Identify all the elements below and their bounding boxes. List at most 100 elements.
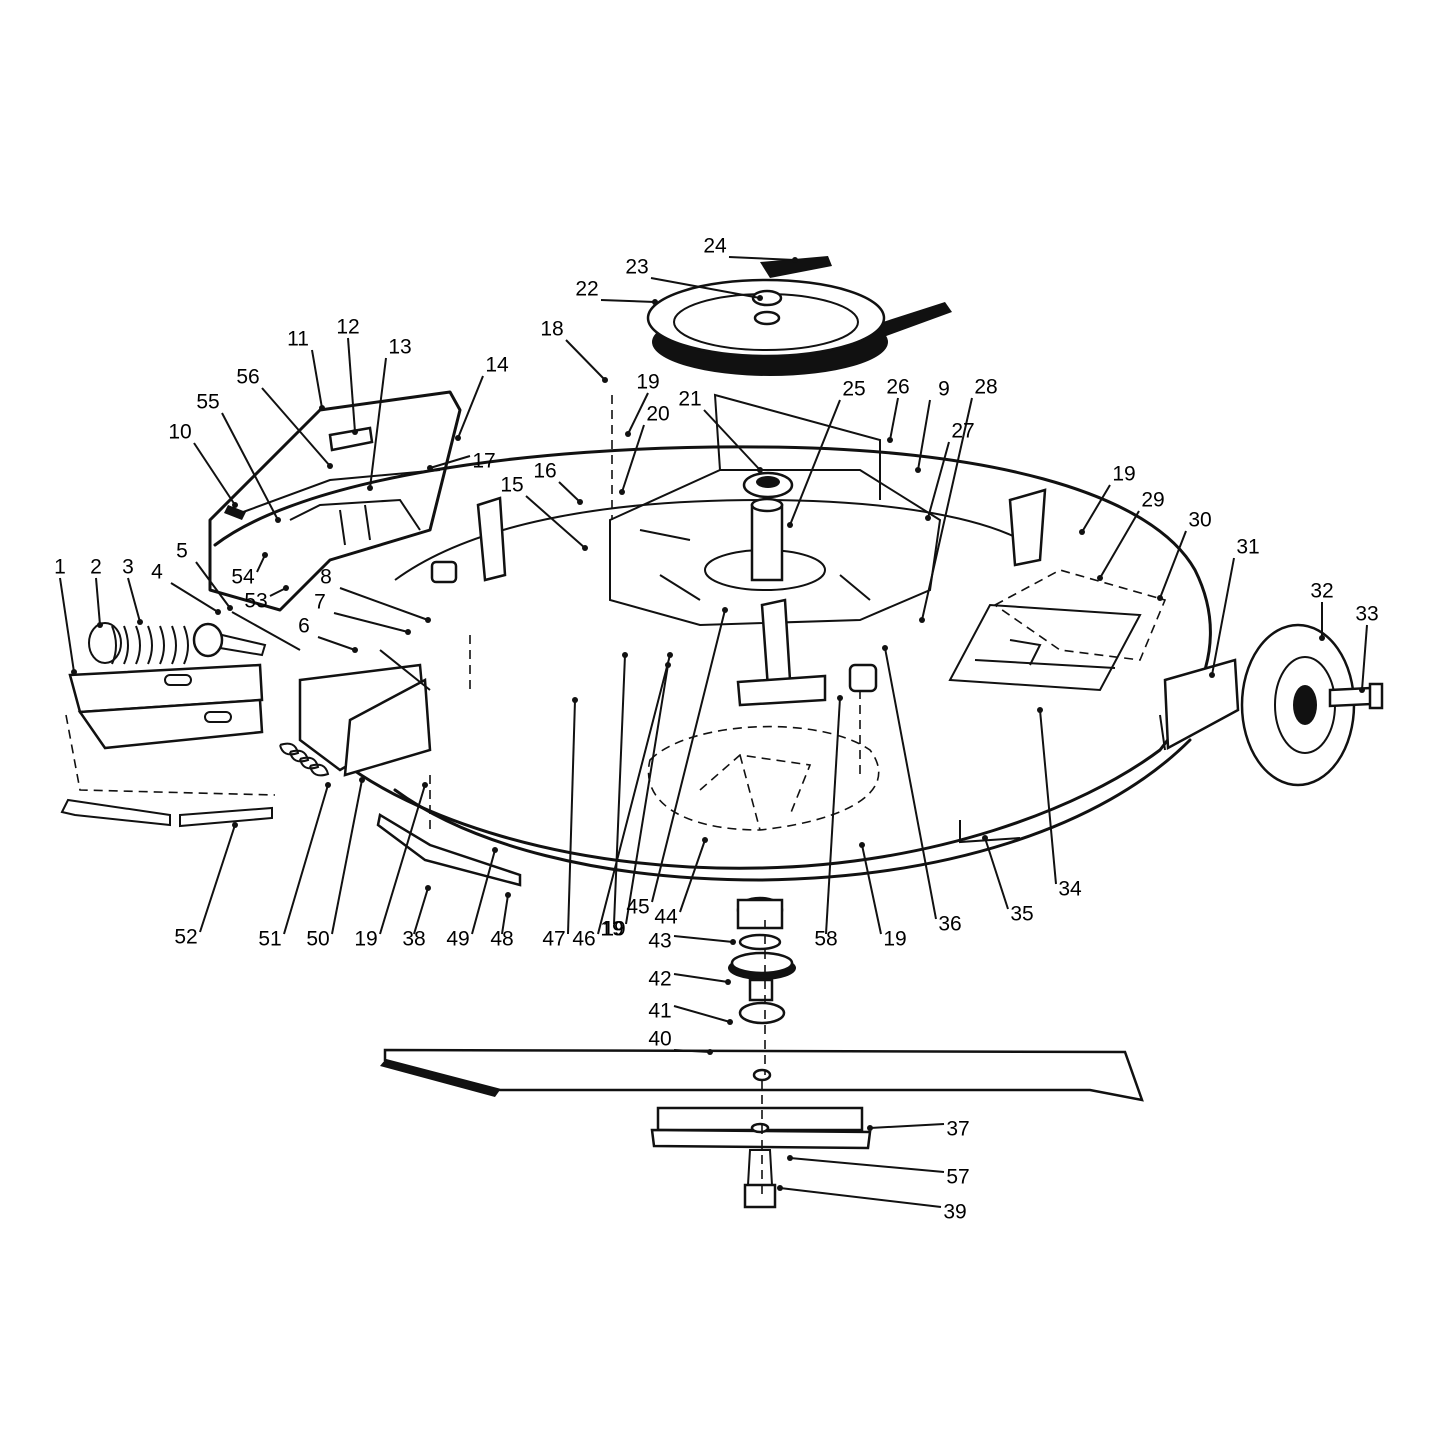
callout-number-13: 13 — [388, 336, 411, 359]
callout-dot-40 — [707, 1049, 713, 1055]
callout-number-29: 29 — [1141, 489, 1164, 512]
callout-number-14: 14 — [485, 354, 509, 377]
callout-number-21: 21 — [678, 388, 701, 411]
callout-leader-43 — [673, 935, 734, 943]
callout-number-6: 6 — [298, 615, 310, 638]
callout-leader-54 — [256, 554, 266, 573]
baffle — [376, 813, 522, 887]
callout-number-19: 19 — [602, 918, 625, 941]
callout-leader-14 — [457, 375, 484, 439]
callout-number-34: 34 — [1058, 878, 1082, 901]
spindle-stack — [647, 725, 880, 1025]
callout-number-26: 26 — [886, 376, 909, 399]
callout-leader-22 — [600, 299, 656, 303]
callout-leader-51 — [283, 784, 329, 935]
lift-spring-assembly — [88, 611, 301, 665]
callout-number-49: 49 — [446, 928, 469, 951]
callout-leader-28 — [921, 397, 973, 621]
callout-number-24: 24 — [703, 235, 727, 258]
callout-leader-34 — [1039, 709, 1057, 885]
callout-dot-10 — [232, 502, 238, 508]
callout-number-7: 7 — [314, 591, 326, 614]
callout-leader-24 — [728, 256, 796, 261]
callout-leader-50 — [331, 779, 363, 935]
callout-leader-27 — [927, 441, 950, 519]
callout-number-47: 47 — [542, 928, 565, 951]
callout-dot-20 — [619, 489, 625, 495]
callout-dot-55 — [275, 517, 281, 523]
callout-number-9: 9 — [938, 378, 950, 401]
callout-leader-36 — [884, 647, 937, 920]
callout-number-58: 58 — [814, 928, 837, 951]
callout-number-19: 19 — [883, 928, 906, 951]
callout-leader-26 — [889, 397, 899, 441]
callout-dot-48 — [505, 892, 511, 898]
callout-leader-5 — [195, 561, 231, 609]
callout-number-51: 51 — [258, 928, 281, 951]
pivot-brackets — [430, 488, 1047, 707]
belt-guard-housing — [208, 390, 462, 612]
callout-leader-15 — [525, 495, 586, 549]
callout-leader-13 — [369, 357, 387, 489]
callout-leader-55 — [221, 412, 279, 521]
lift-rod — [60, 798, 273, 828]
callout-leader-41 — [673, 1005, 731, 1023]
callout-leader-19 — [379, 784, 426, 935]
callout-number-11: 11 — [287, 328, 309, 351]
callout-dot-4 — [215, 609, 221, 615]
deck-housing — [213, 445, 1212, 882]
callout-dot-7 — [405, 629, 411, 635]
callout-number-36: 36 — [938, 913, 961, 936]
callout-dot-47 — [572, 697, 578, 703]
callout-number-12: 12 — [336, 316, 359, 339]
callout-number-25: 25 — [842, 378, 865, 401]
callout-leader-25 — [789, 399, 841, 526]
callout-dot-35 — [982, 835, 988, 841]
callout-leader-38 — [413, 887, 429, 935]
callout-number-33: 33 — [1355, 603, 1378, 626]
callout-dot-41 — [727, 1019, 733, 1025]
callout-dot-2 — [97, 622, 103, 628]
callout-dot-19 — [422, 782, 428, 788]
callout-leader-37 — [869, 1123, 945, 1129]
callout-leader-56 — [261, 387, 331, 467]
extension-spring — [279, 742, 330, 777]
callout-leader-29 — [1099, 510, 1140, 579]
callout-dot-45 — [722, 607, 728, 613]
callout-leader-3 — [127, 577, 141, 623]
callout-number-10: 10 — [168, 421, 191, 444]
callout-dot-44 — [702, 837, 708, 843]
callout-number-32: 32 — [1310, 580, 1333, 603]
callout-dot-19 — [622, 652, 628, 658]
callout-dot-5 — [227, 605, 233, 611]
callout-leader-6 — [317, 636, 356, 651]
callout-number-44: 44 — [654, 906, 678, 929]
callout-leader-10 — [193, 442, 236, 506]
callout-leader-18 — [565, 339, 606, 381]
callout-leader-58 — [825, 697, 841, 935]
deck-artwork — [60, 256, 1384, 1209]
callout-number-22: 22 — [575, 278, 598, 301]
callout-number-57: 57 — [946, 1166, 969, 1189]
callout-dot-25 — [787, 522, 793, 528]
callout-leader-49 — [471, 849, 496, 935]
callout-dot-33 — [1359, 687, 1365, 693]
callout-leader-20 — [621, 424, 645, 493]
callout-leader-23 — [650, 277, 761, 299]
callout-dot-29 — [1097, 575, 1103, 581]
callout-number-41: 41 — [648, 1000, 671, 1023]
callout-number-56: 56 — [236, 366, 259, 389]
callout-dot-42 — [725, 979, 731, 985]
callout-leader-1 — [59, 577, 75, 673]
blade-adapter — [650, 1106, 872, 1209]
callout-number-55: 55 — [196, 391, 219, 414]
callout-number-38: 38 — [402, 928, 425, 951]
callout-leader-19 — [627, 392, 649, 435]
callout-number-50: 50 — [306, 928, 329, 951]
callout-leader-31 — [1211, 557, 1235, 676]
callout-number-37: 37 — [946, 1118, 969, 1141]
callout-dot-36 — [882, 645, 888, 651]
callout-number-5: 5 — [176, 540, 188, 563]
callout-leader-16 — [558, 481, 581, 503]
